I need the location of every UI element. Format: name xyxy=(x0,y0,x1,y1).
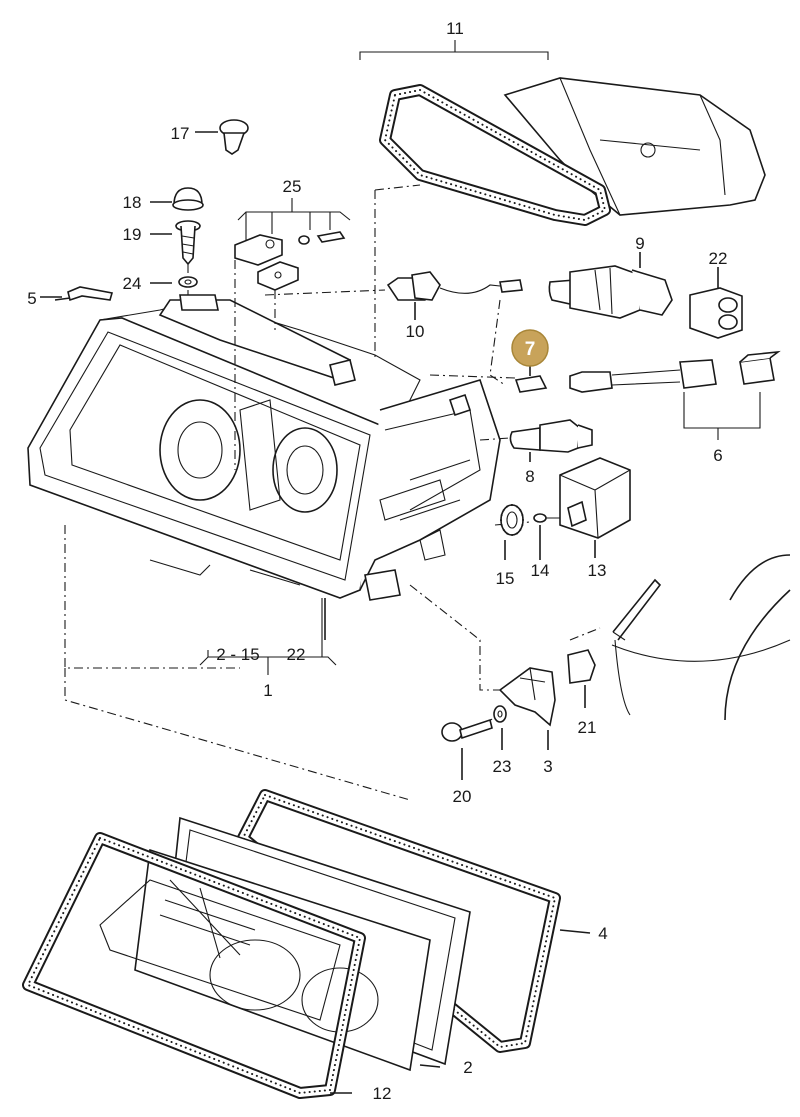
callout-2-15: 2 - 15 xyxy=(216,645,259,664)
vehicle-fender xyxy=(611,554,791,721)
part-12-frame-gasket xyxy=(22,832,366,1099)
part-20-screw xyxy=(441,718,493,780)
part-8-bulb xyxy=(509,419,593,462)
callout-17: 17 xyxy=(171,124,190,143)
callout-7-highlight[interactable]: 7 xyxy=(511,329,549,367)
callout-18: 18 xyxy=(123,193,142,212)
callout-9: 9 xyxy=(635,234,644,253)
callout-8: 8 xyxy=(525,467,534,486)
callout-1: 1 xyxy=(263,681,272,700)
callout-23: 23 xyxy=(493,757,512,776)
part-25-adjuster xyxy=(234,212,346,291)
part-10-bulb-holder xyxy=(386,271,523,320)
bracket-11 xyxy=(359,40,549,60)
part-19-screw xyxy=(150,220,201,266)
callout-2: 2 xyxy=(463,1058,472,1077)
part-5-spring-clip xyxy=(40,286,114,302)
callout-22-upper: 22 xyxy=(709,249,728,268)
callout-24: 24 xyxy=(123,274,142,293)
callout-15: 15 xyxy=(496,569,515,588)
callout-25: 25 xyxy=(283,177,302,196)
callout-5: 5 xyxy=(27,289,36,308)
part-14-bulb xyxy=(533,513,570,560)
part-22-connector-upper xyxy=(689,267,743,339)
bracket-25 xyxy=(237,198,351,221)
callout-3: 3 xyxy=(543,757,552,776)
part-9-bulb xyxy=(548,252,673,319)
part-13-motor xyxy=(559,457,631,558)
leader-lines xyxy=(54,297,326,640)
callout-19: 19 xyxy=(123,225,142,244)
bracket-6 xyxy=(683,392,761,440)
part-23-washer xyxy=(493,705,507,750)
bracket-1 xyxy=(199,656,337,675)
part-1-headlight-housing xyxy=(27,294,501,601)
part-6-wiring-harness xyxy=(569,350,781,393)
part-15-retaining-ring xyxy=(500,504,524,560)
callout-13: 13 xyxy=(588,561,607,580)
part-2-lens xyxy=(99,816,471,1072)
callout-22-lower: 22 xyxy=(287,645,306,664)
callout-20: 20 xyxy=(453,787,472,806)
callout-11: 11 xyxy=(446,19,464,38)
part-11-rear-cover xyxy=(379,77,766,226)
part-21-clip xyxy=(567,649,596,708)
assembly-guides xyxy=(64,184,601,801)
part-4-lens-gasket xyxy=(237,789,591,1053)
callout-12: 12 xyxy=(373,1084,392,1103)
part-3-bracket xyxy=(498,667,556,750)
callout-4: 4 xyxy=(598,924,607,943)
callout-6: 6 xyxy=(713,446,722,465)
callout-10: 10 xyxy=(406,322,425,341)
callout-7[interactable]: 7 xyxy=(525,339,536,360)
leader-2-15 xyxy=(207,598,323,657)
highlight-marker[interactable] xyxy=(511,329,549,367)
callout-21: 21 xyxy=(578,718,597,737)
part-17-clip xyxy=(195,119,249,155)
part-18-cap xyxy=(150,187,204,211)
callout-14: 14 xyxy=(531,561,550,580)
part-24-washer xyxy=(150,276,198,288)
